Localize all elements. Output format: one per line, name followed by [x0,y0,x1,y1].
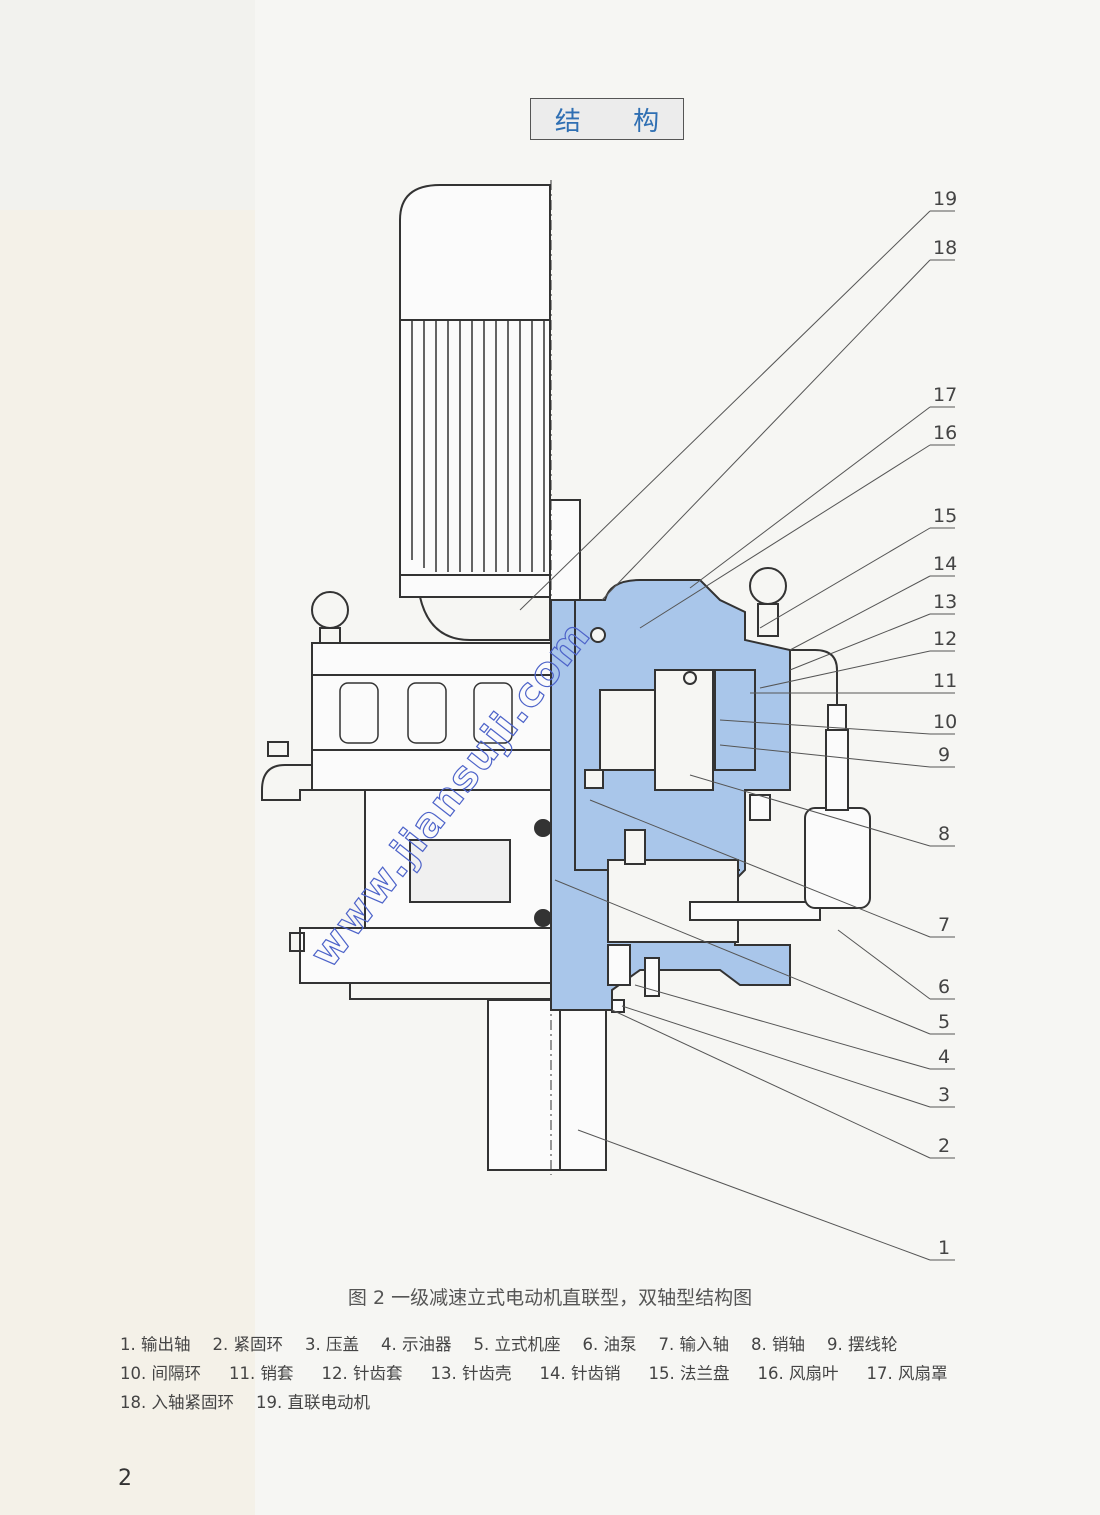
motor-base [399,574,551,598]
lifting-eye-right [749,567,787,605]
page-background-left [0,210,255,1515]
callout-11: 11 [933,670,957,692]
legend-item: 3. 压盖 [305,1335,359,1354]
legend-item: 17. 风扇罩 [866,1364,948,1383]
legend-row-3: 18. 入轴紧固环 19. 直联电动机 [120,1388,1080,1417]
callout-9: 9 [938,744,950,766]
legend-item: 2. 紧固环 [212,1335,284,1354]
legend-item: 4. 示油器 [381,1335,452,1354]
legend-item: 10. 间隔环 [120,1364,201,1383]
nameplate [409,839,511,903]
legend-item: 13. 针齿壳 [430,1364,512,1383]
legend-item: 1. 输出轴 [120,1335,191,1354]
callout-13: 13 [933,591,957,613]
callout-17: 17 [933,384,957,406]
motor-dome [399,184,551,321]
lifting-eye-left [311,591,349,629]
oil-elbow [261,764,312,801]
section-title: 结 构 [530,98,684,140]
legend-item: 12. 针齿套 [321,1364,403,1383]
parts-legend: 1. 输出轴 2. 紧固环 3. 压盖 4. 示油器 5. 立式机座 6. 油泵… [120,1330,1080,1417]
structure-drawing: 19 18 17 16 15 14 13 12 11 10 9 8 7 6 5 … [261,180,957,1261]
callout-4: 4 [938,1046,950,1068]
motor-body [399,319,551,576]
oil-pump [804,807,871,909]
page-number: 2 [118,1466,132,1491]
legend-item: 5. 立式机座 [473,1335,561,1354]
motor-flange [419,596,550,641]
callout-leaders [519,210,955,1261]
legend-item: 9. 摆线轮 [827,1335,898,1354]
legend-row-1: 1. 输出轴 2. 紧固环 3. 压盖 4. 示油器 5. 立式机座 6. 油泵… [120,1330,1080,1359]
callout-6: 6 [938,976,950,998]
callout-numbers: 19 18 17 16 15 14 13 12 11 10 9 8 7 6 5 … [933,188,957,1259]
legend-item: 6. 油泵 [582,1335,637,1354]
callout-18: 18 [933,237,957,259]
callout-15: 15 [933,505,957,527]
callout-12: 12 [933,628,957,650]
callout-5: 5 [938,1011,950,1033]
callout-3: 3 [938,1084,950,1106]
upper-housing [311,642,553,676]
callout-2: 2 [938,1135,950,1157]
figure-caption: 图 2 一级减速立式电动机直联型，双轴型结构图 [347,1287,753,1309]
legend-item: 18. 入轴紧固环 [120,1393,234,1412]
legend-row-2: 10. 间隔环 11. 销套 12. 针齿套 13. 针齿壳 14. 针齿销 1… [120,1359,1080,1388]
legend-item: 15. 法兰盘 [648,1364,730,1383]
callout-7: 7 [938,914,950,936]
motor-fins [411,320,545,572]
legend-item: 11. 销套 [229,1364,294,1383]
callout-16: 16 [933,422,957,444]
legend-item: 19. 直联电动机 [256,1393,370,1412]
legend-item: 7. 输入轴 [658,1335,730,1354]
callout-14: 14 [933,553,957,575]
callout-10: 10 [933,711,957,733]
callout-19: 19 [933,188,957,210]
legend-item: 14. 针齿销 [539,1364,621,1383]
input-shaft [689,901,821,921]
legend-item: 16. 风扇叶 [757,1364,839,1383]
callout-1: 1 [938,1237,950,1259]
callout-8: 8 [938,823,950,845]
legend-item: 8. 销轴 [751,1335,805,1354]
